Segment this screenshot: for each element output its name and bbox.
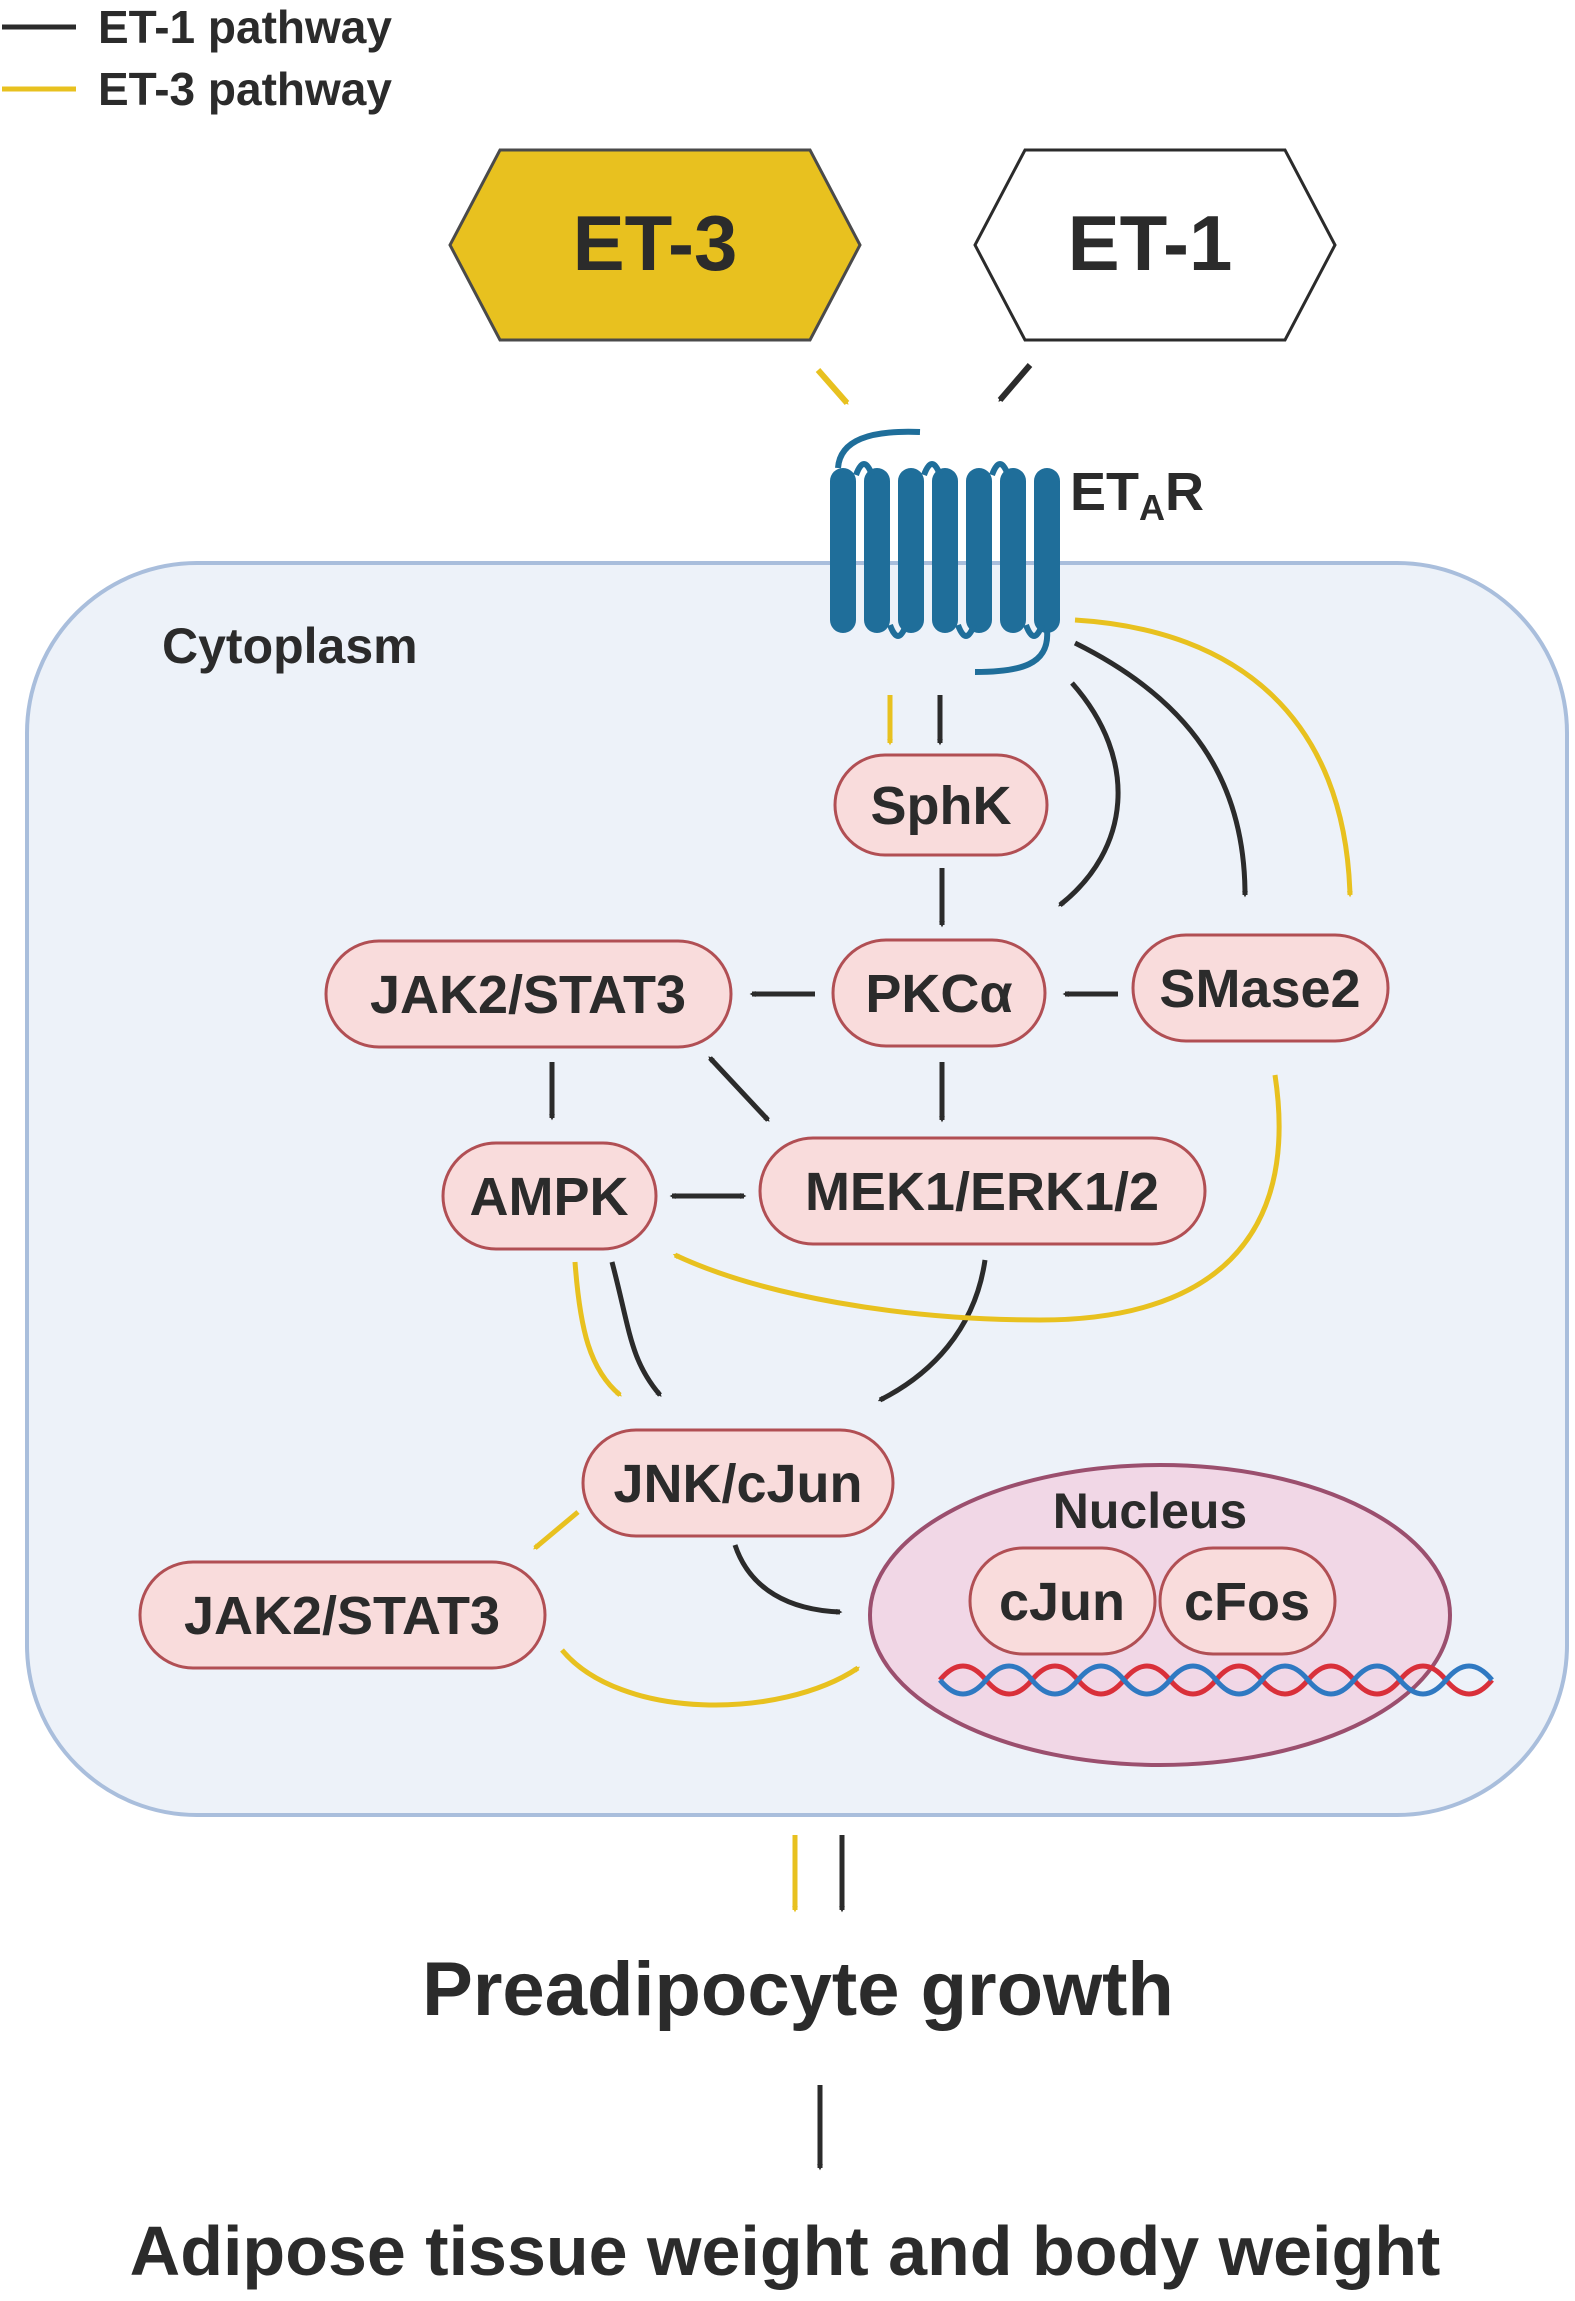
legend: ET-1 pathway ET-3 pathway <box>2 1 392 115</box>
arrow-et3-to-receptor <box>815 368 850 405</box>
receptor-helix-2 <box>864 468 890 633</box>
nucleus-label: Nucleus <box>1053 1483 1248 1539</box>
node-sphk-label: SphK <box>871 776 1012 836</box>
node-jak2stat3-bottom-label: JAK2/STAT3 <box>184 1586 500 1646</box>
ligand-et1: ET-1 <box>973 148 1337 342</box>
receptor-helix-7 <box>1034 468 1060 633</box>
receptor-helix-6 <box>1000 468 1026 633</box>
eta-receptor: ETAR <box>830 428 1204 675</box>
node-sphk <box>833 753 1049 857</box>
dna-strand-blue <box>938 1663 1494 1697</box>
et3-hexagon <box>448 148 862 342</box>
outcome-preadipocyte-growth: Preadipocyte growth <box>422 1947 1174 2032</box>
node-jak2stat3-bottom <box>138 1560 547 1670</box>
node-smase2 <box>1131 933 1390 1043</box>
arrow-ampk-to-jnk-et3 <box>572 1261 622 1397</box>
arrow-jak2stat3-mek-bidirectional <box>708 1056 770 1122</box>
arrow-jak2stat3-to-nucleus-et3 <box>560 1648 860 1708</box>
nucleus-ellipse <box>868 1463 1452 1767</box>
node-jnk-cjun <box>581 1428 895 1538</box>
signaling-nodes: SphK PKCα SMase2 JAK2/STAT3 AMPK MEK1/ER… <box>138 753 1390 1670</box>
node-jak2stat3-top-label: JAK2/STAT3 <box>370 965 686 1025</box>
legend-et1-label: ET-1 pathway <box>98 1 392 53</box>
node-cfos-label: cFos <box>1184 1572 1310 1632</box>
et1-label: ET-1 <box>1068 199 1233 287</box>
et1-arrows <box>549 640 1248 2171</box>
receptor-helix-5 <box>966 468 992 633</box>
receptor-n-terminus <box>835 428 921 469</box>
receptor-c-terminus <box>974 629 1051 675</box>
node-ampk <box>441 1141 658 1251</box>
node-pkca-label: PKCα <box>865 964 1012 1024</box>
outcome-adipose-body-weight: Adipose tissue weight and body weight <box>130 2212 1441 2290</box>
ligand-et3: ET-3 <box>448 148 862 342</box>
node-mek-erk-label: MEK1/ERK1/2 <box>805 1162 1159 1222</box>
arrow-mek-to-jnk <box>877 1259 988 1403</box>
node-jnk-cjun-label: JNK/cJun <box>613 1454 862 1514</box>
arrow-ampk-to-jnk-et1 <box>609 1261 662 1397</box>
node-jak2stat3-top <box>324 939 733 1049</box>
node-cjun-label: cJun <box>999 1572 1125 1632</box>
arrow-receptor-to-pkca <box>1058 681 1121 907</box>
legend-et3-label: ET-3 pathway <box>98 63 392 115</box>
arrow-jnk-to-jak2stat3-et3 <box>533 1510 580 1550</box>
arrow-et1-to-receptor <box>997 363 1033 402</box>
node-pkca <box>831 938 1047 1048</box>
arrow-receptor-to-smase2 <box>1073 640 1248 898</box>
et3-label: ET-3 <box>573 199 738 287</box>
node-cjun <box>968 1546 1157 1656</box>
receptor-helix-1 <box>830 468 856 633</box>
node-cfos <box>1158 1546 1337 1656</box>
nucleus: Nucleus cJun cFos <box>868 1463 1494 1767</box>
et3-arrows <box>533 617 1353 1913</box>
cytoplasm-label: Cytoplasm <box>162 618 418 674</box>
arrow-smase2-to-ampk-et3 <box>672 1074 1282 1323</box>
node-smase2-label: SMase2 <box>1159 959 1360 1019</box>
receptor-helix-3 <box>898 468 924 633</box>
et1-hexagon <box>973 148 1337 342</box>
arrow-jnk-to-nucleus <box>732 1544 843 1615</box>
receptor-label: ETAR <box>1070 462 1204 528</box>
node-ampk-label: AMPK <box>470 1167 629 1227</box>
receptor-loops <box>853 461 1045 639</box>
node-mek-erk <box>758 1136 1207 1246</box>
receptor-helix-4 <box>932 468 958 633</box>
arrow-receptor-to-smase2-et3 <box>1074 617 1353 898</box>
